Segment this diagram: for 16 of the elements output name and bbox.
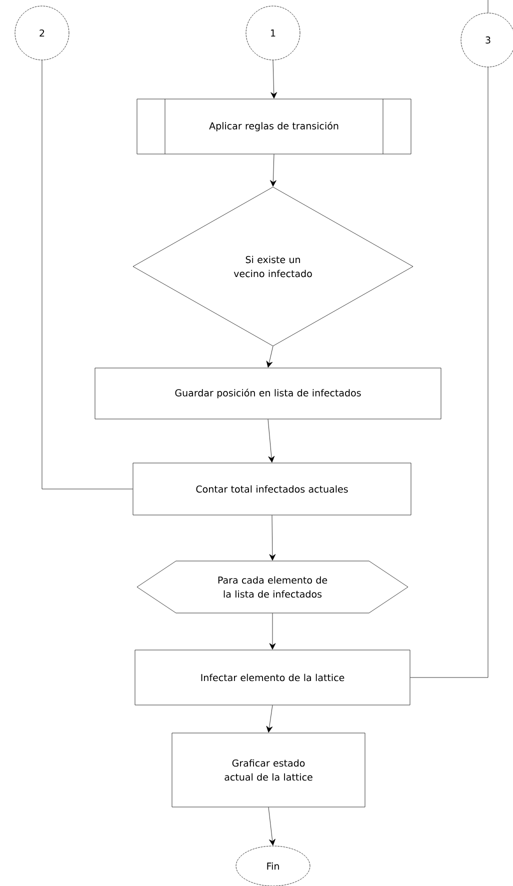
arrow <box>270 154 276 187</box>
process-box: Graficar estado actual de la lattice <box>172 732 366 808</box>
arrow <box>266 705 273 733</box>
arrow <box>266 346 274 368</box>
arrow <box>269 515 276 561</box>
process-box: Guardar posición en lista de infectados <box>94 368 442 420</box>
connector-line <box>42 60 133 490</box>
connector-line <box>410 67 488 678</box>
arrow <box>269 613 276 650</box>
process-box: Contar total infectados actuales <box>132 462 412 516</box>
subprocess-box: Aplicar reglas de transición <box>136 98 412 154</box>
arrow <box>270 60 278 99</box>
arrow <box>268 419 275 463</box>
loop-hexagon: Para cada elemento de la lista de infectados <box>136 560 408 614</box>
process-box: Infectar elemento de la lattice <box>134 650 410 706</box>
arrow <box>268 807 276 846</box>
